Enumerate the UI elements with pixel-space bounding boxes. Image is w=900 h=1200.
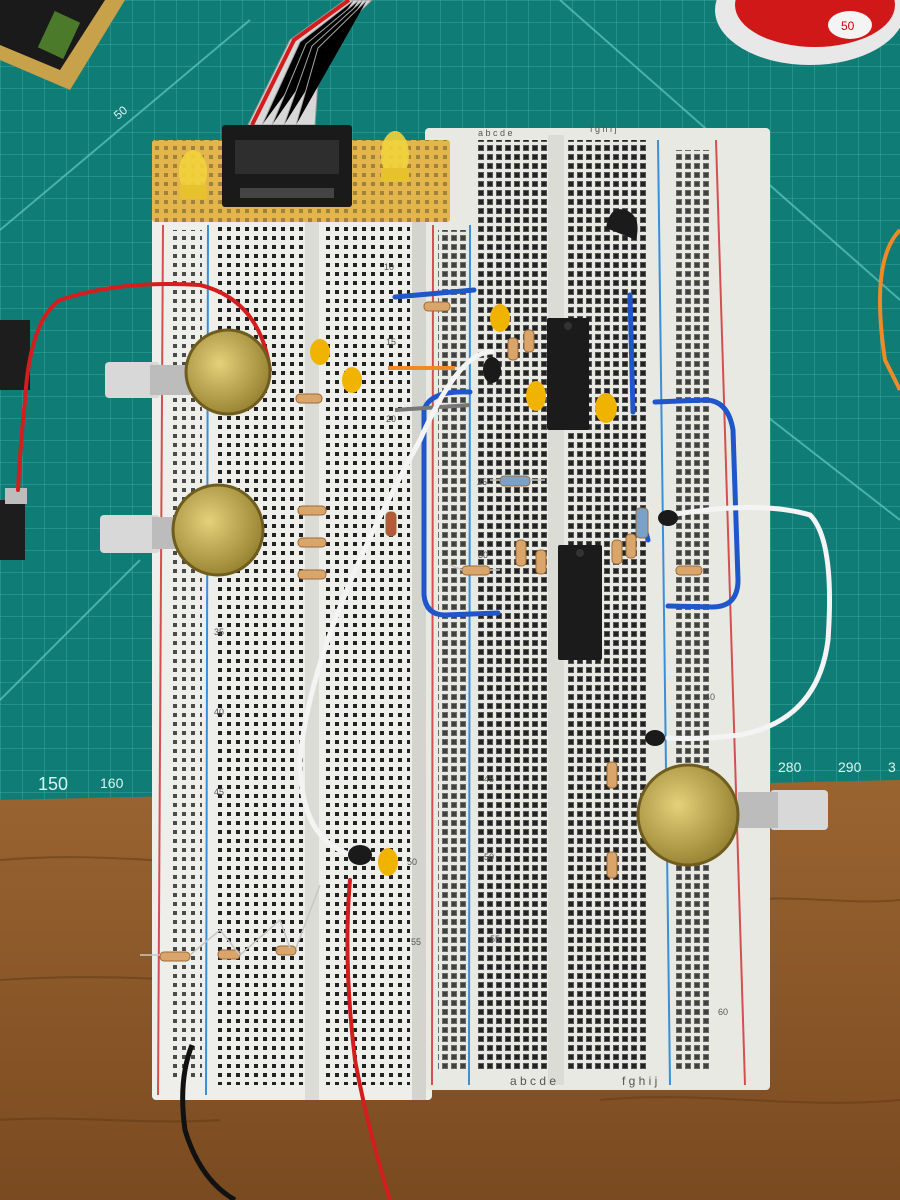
black-wire [180,1044,237,1200]
svg-text:50: 50 [407,857,417,867]
spool-label: 50 [841,19,855,33]
potentiometer-upper-left [105,328,272,416]
svg-text:15: 15 [386,337,396,347]
svg-text:55: 55 [490,934,500,944]
column-letters-top-left: a b c d e [478,128,513,138]
transistor [606,209,638,240]
resistors [159,301,703,962]
potentiometer-lower-right [636,763,828,867]
svg-text:10: 10 [384,262,394,272]
white-jumper-wires [297,349,832,858]
ic-chip-lower [558,545,602,660]
ceramic-capacitors [310,304,617,876]
orange-wires [388,228,900,391]
ic-chip-upper [547,318,589,430]
svg-text:55: 55 [411,937,421,947]
svg-text:40: 40 [214,707,224,717]
perfboard-corner [0,0,125,90]
mat-diagonal-lines [0,0,900,701]
svg-text:50: 50 [484,852,494,862]
ruler-label-280: 280 [778,759,802,775]
svg-text:40: 40 [705,692,715,702]
column-letters-top-right: f g h i j [590,124,617,134]
svg-text:35: 35 [214,627,224,637]
ruler-label-160: 160 [100,775,124,791]
svg-text:25: 25 [477,477,487,487]
column-letters-bottom-left: a b c d e [510,1074,556,1088]
potentiometer-middle-left [100,483,265,577]
perfboard-header-strip [152,125,450,222]
component-leads [140,479,545,956]
ruler-label-150: 150 [38,774,68,794]
column-letters-bottom-right: f g h i j [622,1074,657,1088]
ruler-label-3: 3 [888,759,896,775]
svg-text:60: 60 [718,1007,728,1017]
row-numbers-left: 10 15 20 25 30 35 40 45 50 55 [214,262,488,947]
red-wires [16,282,392,1200]
svg-text:45: 45 [484,774,494,784]
ruler-label-290: 290 [838,759,862,775]
ribbon-cable [247,0,373,126]
led-yellow-right [381,131,409,182]
row-numbers-right: 40 45 50 55 60 [484,692,728,1017]
solder-spool: 50 [715,0,900,65]
svg-text:20: 20 [386,414,396,424]
svg-text:30: 30 [478,550,488,560]
led-yellow-left [179,150,207,199]
svg-text:45: 45 [214,787,224,797]
